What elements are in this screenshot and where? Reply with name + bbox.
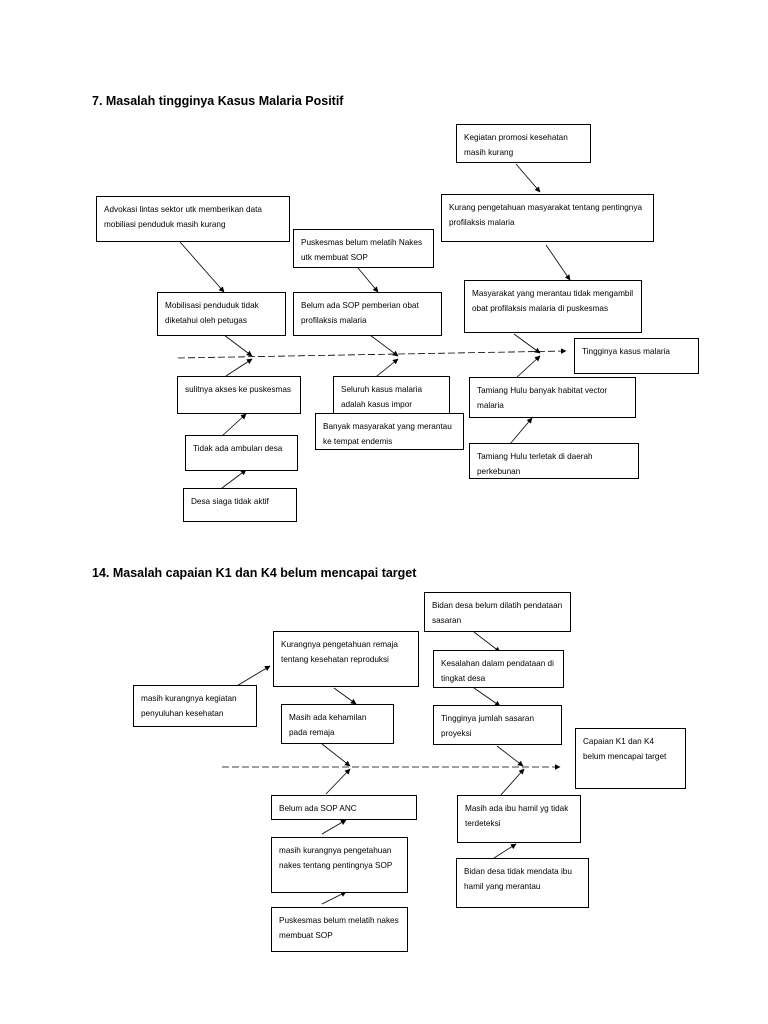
cause-akses: sulitnya akses ke puskesmas: [177, 376, 301, 414]
cause-tidak-mendata: Bidan desa tidak mendata ibu hamil yang …: [456, 858, 589, 908]
cause-bidan-dilatih: Bidan desa belum dilatih pendataan sasar…: [424, 592, 571, 632]
cause-banyak-merantau: Banyak masyarakat yang merantau ke tempa…: [315, 413, 464, 450]
cause-kesalahan: Kesalahan dalam pendataan di tingkat des…: [433, 650, 564, 688]
diagram2-title: 14. Masalah capaian K1 dan K4 belum menc…: [92, 566, 417, 580]
cause-remaja: Kurangnya pengetahuan remaja tentang kes…: [273, 631, 419, 687]
cause-pengetahuan-nakes: masih kurangnya pengetahuan nakes tentan…: [271, 837, 408, 893]
cause-ambulan: Tidak ada ambulan desa: [185, 435, 298, 471]
cause-tidak-terdeteksi: Masih ada ibu hamil yg tidak terdeteksi: [457, 795, 581, 843]
cause-perkebunan: Tamiang Hulu terletak di daerah perkebun…: [469, 443, 639, 479]
cause-kehamilan: Masih ada kehamilan pada remaja: [281, 704, 394, 744]
cause-merantau: Masyarakat yang merantau tidak mengambil…: [464, 280, 642, 333]
cause-desa-siaga: Desa siaga tidak aktif: [183, 488, 297, 522]
cause-sasaran: Tingginya jumlah sasaran proyeksi: [433, 705, 562, 745]
effect-box-malaria: Tingginya kasus malaria: [574, 338, 699, 374]
cause-sop-profilaksis: Belum ada SOP pemberian obat profilaksis…: [293, 292, 442, 336]
cause-impor: Seluruh kasus malaria adalah kasus impor: [333, 376, 450, 416]
cause-promosi: Kegiatan promosi kesehatan masih kurang: [456, 124, 591, 163]
diagram1-title: 7. Masalah tingginya Kasus Malaria Posit…: [92, 94, 344, 108]
cause-melatih-sop: Puskesmas belum melatih nakes membuat SO…: [271, 907, 408, 952]
effect-box-k1-k4: Capaian K1 dan K4 belum mencapai target: [575, 728, 686, 789]
cause-mobilisasi: Mobilisasi penduduk tidak diketahui oleh…: [157, 292, 286, 336]
cause-habitat: Tamiang Hulu banyak habitat vector malar…: [469, 377, 636, 418]
cause-advokasi: Advokasi lintas sektor utk memberikan da…: [96, 196, 290, 242]
cause-pengetahuan: Kurang pengetahuan masyarakat tentang pe…: [441, 194, 654, 242]
cause-melatih-nakes: Puskesmas belum melatih Nakes utk membua…: [293, 229, 434, 268]
cause-penyuluhan: masih kurangnya kegiatan penyuluhan kese…: [133, 685, 257, 727]
cause-sop-anc: Belum ada SOP ANC: [271, 795, 417, 820]
